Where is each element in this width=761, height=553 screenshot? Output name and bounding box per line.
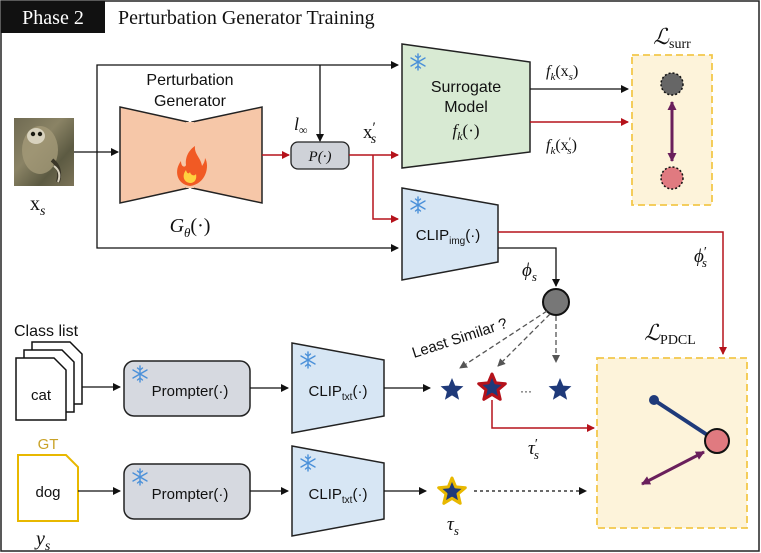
gt-label-doc xyxy=(17,454,79,522)
surrogate-title-line2: Model xyxy=(444,99,488,116)
projection-label: P(·) xyxy=(308,149,332,165)
perturbation-generator xyxy=(119,106,263,204)
clip-txt-label-classes: CLIPtxt(·) xyxy=(309,383,368,403)
generator-func-label: Gθ(·) xyxy=(170,215,211,240)
arrow-input-to-clip-img xyxy=(96,152,399,252)
surrogate-func-label: fk(·) xyxy=(452,121,479,143)
gt-example: dog xyxy=(35,484,60,501)
arrow-input-to-surrogate xyxy=(96,61,399,152)
adv-image-feature-point xyxy=(704,428,730,454)
gt-label: ys xyxy=(34,528,51,553)
pull-toward-gt-arrow xyxy=(641,450,705,486)
class-text-embedding-star xyxy=(548,378,572,400)
phi-clean-label: ϕs xyxy=(522,260,537,284)
arrow-clip-clean-feature xyxy=(498,247,560,287)
arrow-projection-to-clip-img xyxy=(372,155,399,223)
phase-label: Phase 2 xyxy=(22,7,84,29)
arrow-adv-text-to-pdcl xyxy=(491,400,595,432)
gt-tag: GT xyxy=(38,436,59,453)
pull-away-anchor xyxy=(649,395,659,405)
clip-text-encoder-classes xyxy=(291,342,385,434)
input-image xyxy=(14,118,74,186)
ellipsis: ··· xyxy=(520,384,532,398)
surrogate-adv-output-label: fk(x′s) xyxy=(546,134,577,157)
gt-text-embedding-star xyxy=(437,476,467,505)
surrogate-title-line1: Surrogate xyxy=(431,79,501,96)
phase-badge: Phase 2 xyxy=(1,1,105,33)
clip-text-encoder-gt xyxy=(291,445,385,537)
loss-surr-label: ℒsurr xyxy=(653,24,691,52)
norm-label: l∞ xyxy=(294,114,308,137)
clip-img-label: CLIPimg(·) xyxy=(416,227,480,247)
least-similar-label: Least Similar ? xyxy=(410,315,510,362)
input-image-label: xs xyxy=(30,193,46,219)
generator-title-line1: Perturbation xyxy=(146,72,233,89)
loss-pdcl-label: ℒPDCL xyxy=(644,320,696,348)
class-text-embedding-star xyxy=(440,378,464,400)
adv-target-text-embedding-star xyxy=(477,372,507,401)
adv-logit-point xyxy=(660,166,684,190)
fire-icon xyxy=(177,146,208,186)
pull-away-link xyxy=(652,398,714,440)
tau-gt-label: τs xyxy=(447,514,459,538)
prompter-label-gt: Prompter(·) xyxy=(152,486,229,503)
class-list-title: Class list xyxy=(14,323,79,340)
tau-adv-label: τ′s xyxy=(528,437,539,462)
least-similar-arrows xyxy=(459,310,560,369)
class-list-doc-stack xyxy=(15,341,83,421)
phi-adv-label: ϕ′s xyxy=(694,245,707,270)
adv-image-label: x′s xyxy=(363,120,377,147)
class-list-example: cat xyxy=(31,387,52,404)
prompter-label-classes: Prompter(·) xyxy=(152,383,229,400)
clip-image-encoder xyxy=(401,187,499,281)
clip-txt-label-gt: CLIPtxt(·) xyxy=(309,486,368,506)
surrogate-model xyxy=(401,43,531,169)
diagram-title: Perturbation Generator Training xyxy=(118,7,375,29)
generator-title-line2: Generator xyxy=(154,93,227,110)
clean-image-feature-point xyxy=(542,288,570,316)
clean-logit-point xyxy=(660,72,684,96)
surrogate-clean-output-label: fk(xs) xyxy=(546,63,578,83)
arrow-clip-adv-feature xyxy=(498,231,727,355)
